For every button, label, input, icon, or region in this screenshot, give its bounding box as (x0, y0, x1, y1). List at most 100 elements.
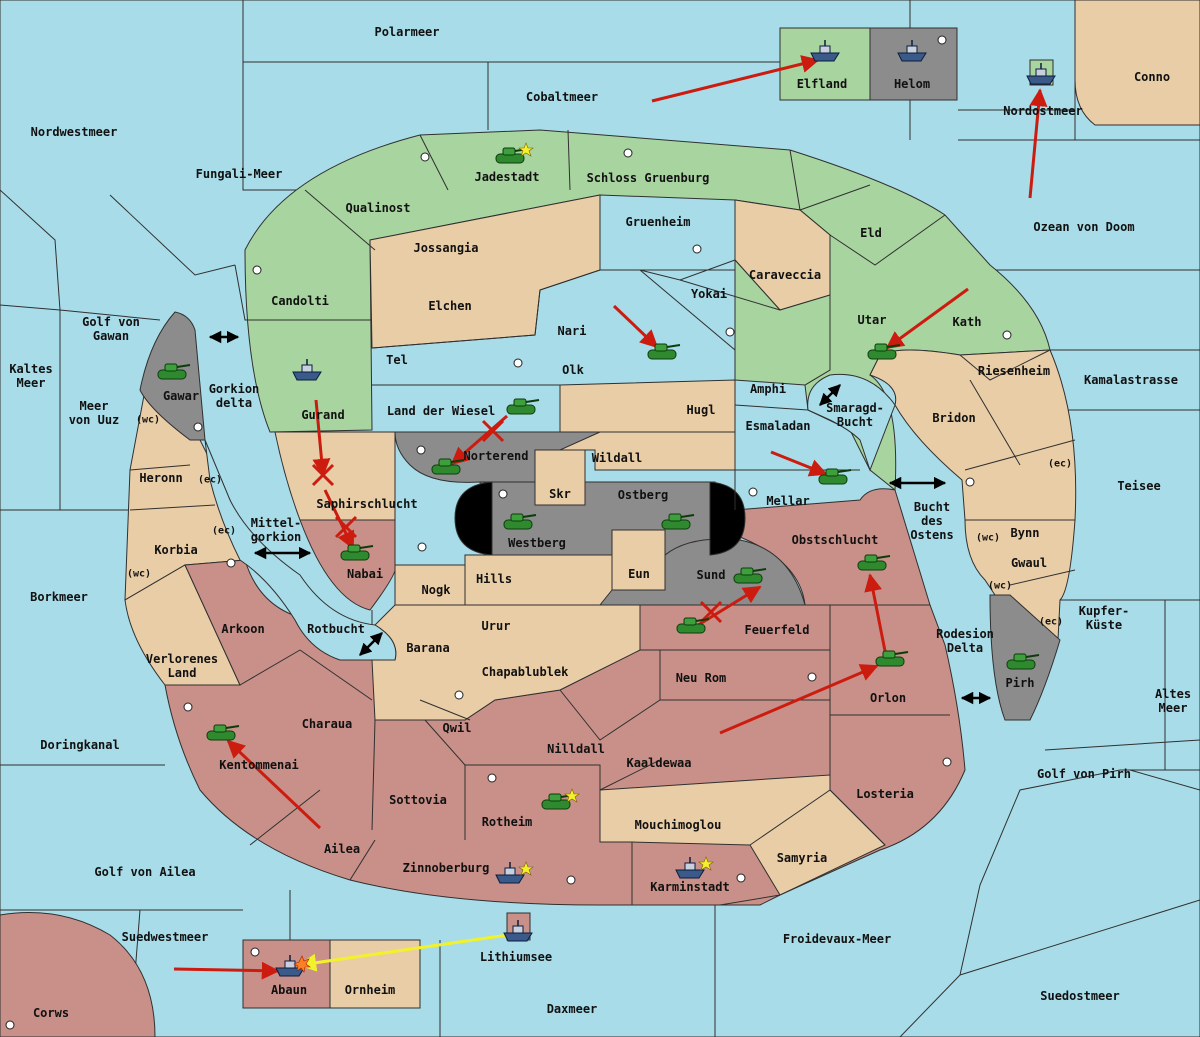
province-label-westberg[interactable]: Westberg (508, 536, 566, 550)
province-label-charaua[interactable]: Charaua (301, 717, 353, 731)
province-label-jossangia[interactable]: Jossangia (413, 241, 479, 255)
province-label-nilldall[interactable]: Nilldall (547, 742, 605, 756)
province-label-kamala[interactable]: Kamalastrasse (1084, 373, 1178, 387)
province-label-suedostmeer[interactable]: Suedostmeer (1040, 989, 1120, 1003)
army-icon-utar[interactable] (867, 343, 901, 360)
army-icon-sund[interactable] (733, 567, 767, 584)
province-label-barana[interactable]: Barana (406, 641, 450, 655)
province-label-wildall[interactable]: Wildall (591, 451, 643, 465)
army-icon-obstschlucht[interactable] (857, 554, 891, 571)
army-icon-gawar[interactable] (157, 363, 191, 380)
province-label-mellar[interactable]: Mellar (766, 494, 810, 508)
province-label-fungali[interactable]: Fungali-Meer (195, 167, 283, 181)
province-label-elfland[interactable]: Elfland (796, 77, 848, 91)
army-icon-nari[interactable] (647, 343, 681, 360)
province-label-olk[interactable]: Olk (562, 363, 584, 377)
province-label-zinnoberburg[interactable]: Zinnoberburg (402, 861, 490, 875)
province-label-hills[interactable]: Hills (475, 572, 513, 586)
army-icon-mellar[interactable] (818, 468, 852, 485)
fleet-icon-lithiumsee[interactable] (503, 920, 533, 942)
province-label-elchen[interactable]: Elchen (428, 299, 472, 313)
army-icon-nabai[interactable] (340, 544, 374, 561)
province-label-smaragd[interactable]: Smaragd- Bucht (826, 401, 884, 429)
province-label-jadestadt[interactable]: Jadestadt (474, 170, 540, 184)
army-icon-westberg[interactable] (503, 513, 537, 530)
province-label-eun[interactable]: Eun (628, 567, 650, 581)
province-label-gorkion[interactable]: Gorkion delta (208, 382, 260, 410)
province-label-polarmeer[interactable]: Polarmeer (374, 25, 440, 39)
province-label-neurom[interactable]: Neu Rom (675, 671, 727, 685)
army-icon-pirh[interactable] (1006, 653, 1040, 670)
province-label-gwaul[interactable]: Gwaul (1010, 556, 1048, 570)
province-label-qwil[interactable]: Qwil (442, 721, 472, 735)
fleet-icon-karminstadt[interactable] (675, 856, 714, 879)
province-label-urur[interactable]: Urur (481, 619, 511, 633)
province-label-nari[interactable]: Nari (557, 324, 587, 338)
province-label-golfailea[interactable]: Golf von Ailea (94, 865, 196, 879)
province-label-gurand[interactable]: Gurand (301, 408, 345, 422)
province-label-lithiumsee[interactable]: Lithiumsee (479, 950, 553, 964)
province-label-corws[interactable]: Corws (32, 1006, 70, 1020)
province-label-gruenheim[interactable]: Gruenheim (625, 215, 691, 229)
province-label-sottovia[interactable]: Sottovia (389, 793, 447, 807)
fleet-icon-zinnoberburg[interactable] (495, 861, 534, 884)
province-label-ozean[interactable]: Ozean von Doom (1033, 220, 1135, 234)
province-label-tel[interactable]: Tel (386, 353, 408, 367)
province-label-altes[interactable]: Altes Meer (1154, 687, 1192, 715)
province-label-schloss[interactable]: Schloss Gruenburg (586, 171, 710, 185)
province-label-rotheim[interactable]: Rotheim (481, 815, 533, 829)
province-label-heronn[interactable]: Heronn (139, 471, 183, 485)
fleet-icon-elfland[interactable] (810, 40, 840, 62)
province-label-caraveccia[interactable]: Caraveccia (748, 268, 822, 282)
fleet-icon-abaun[interactable] (275, 955, 311, 977)
province-label-esmaladan[interactable]: Esmaladan (745, 419, 811, 433)
province-label-kupfer[interactable]: Kupfer- Küste (1078, 604, 1130, 632)
province-label-conno[interactable]: Conno (1133, 70, 1171, 84)
province-label-losteria[interactable]: Losteria (856, 787, 914, 801)
province-label-orlon[interactable]: Orlon (869, 691, 907, 705)
province-label-nabai[interactable]: Nabai (346, 567, 384, 581)
province-label-rotbucht[interactable]: Rotbucht (307, 622, 365, 636)
province-label-kentommenai[interactable]: Kentommenai (219, 758, 299, 772)
province-label-buchtostens[interactable]: Bucht des Ostens (910, 500, 954, 542)
province-label-saphir[interactable]: Saphirschlucht (316, 497, 418, 511)
province-label-sund[interactable]: Sund (696, 568, 726, 582)
province-label-abaun[interactable]: Abaun (270, 983, 308, 997)
province-label-doringkanal[interactable]: Doringkanal (40, 738, 120, 752)
province-label-hugl[interactable]: Hugl (686, 403, 716, 417)
province-label-rodesion[interactable]: Rodesion Delta (936, 627, 994, 655)
province-label-gawar[interactable]: Gawar (162, 389, 200, 403)
province-label-cobaltmeer[interactable]: Cobaltmeer (525, 90, 599, 104)
province-label-samyria[interactable]: Samyria (776, 851, 828, 865)
province-label-ostberg[interactable]: Ostberg (617, 488, 669, 502)
province-label-kaltes[interactable]: Kaltes Meer (9, 362, 53, 390)
province-label-froidevaux[interactable]: Froidevaux-Meer (782, 932, 892, 946)
province-label-bridon[interactable]: Bridon (932, 411, 976, 425)
province-label-candolti[interactable]: Candolti (271, 294, 329, 308)
army-icon-rotheim[interactable] (541, 788, 580, 810)
province-label-eld[interactable]: Eld (860, 226, 882, 240)
army-icon-ostberg[interactable] (661, 513, 695, 530)
province-label-landwiesel[interactable]: Land der Wiesel (386, 404, 496, 418)
army-icon-jadestadt[interactable] (495, 142, 534, 164)
province-label-yokai[interactable]: Yokai (690, 287, 728, 301)
province-label-teisee[interactable]: Teisee (1117, 479, 1161, 493)
province-label-skr[interactable]: Skr (549, 487, 571, 501)
province-label-ailea[interactable]: Ailea (323, 842, 361, 856)
province-label-nordostmeer[interactable]: Nordostmeer (1003, 104, 1083, 118)
province-label-nogk[interactable]: Nogk (421, 583, 451, 597)
province-label-golfpirh[interactable]: Golf von Pirh (1037, 767, 1131, 781)
province-label-mittel[interactable]: Mittel- gorkion (250, 516, 302, 544)
province-label-pirh[interactable]: Pirh (1005, 676, 1035, 690)
province-label-golfgawan[interactable]: Golf von Gawan (82, 315, 140, 343)
province-label-kath[interactable]: Kath (952, 315, 982, 329)
province-label-qualinost[interactable]: Qualinost (345, 201, 411, 215)
province-label-mouchi[interactable]: Mouchimoglou (634, 818, 722, 832)
province-label-kaaldewaa[interactable]: Kaaldewaa (626, 756, 692, 770)
army-icon-kentommenai[interactable] (206, 724, 240, 741)
province-label-ornheim[interactable]: Ornheim (344, 983, 396, 997)
province-label-korbia[interactable]: Korbia (154, 543, 198, 557)
fleet-icon-nordostmeer[interactable] (1026, 63, 1056, 85)
province-label-borkmeer[interactable]: Borkmeer (30, 590, 88, 604)
province-label-riesenheim[interactable]: Riesenheim (977, 364, 1051, 378)
